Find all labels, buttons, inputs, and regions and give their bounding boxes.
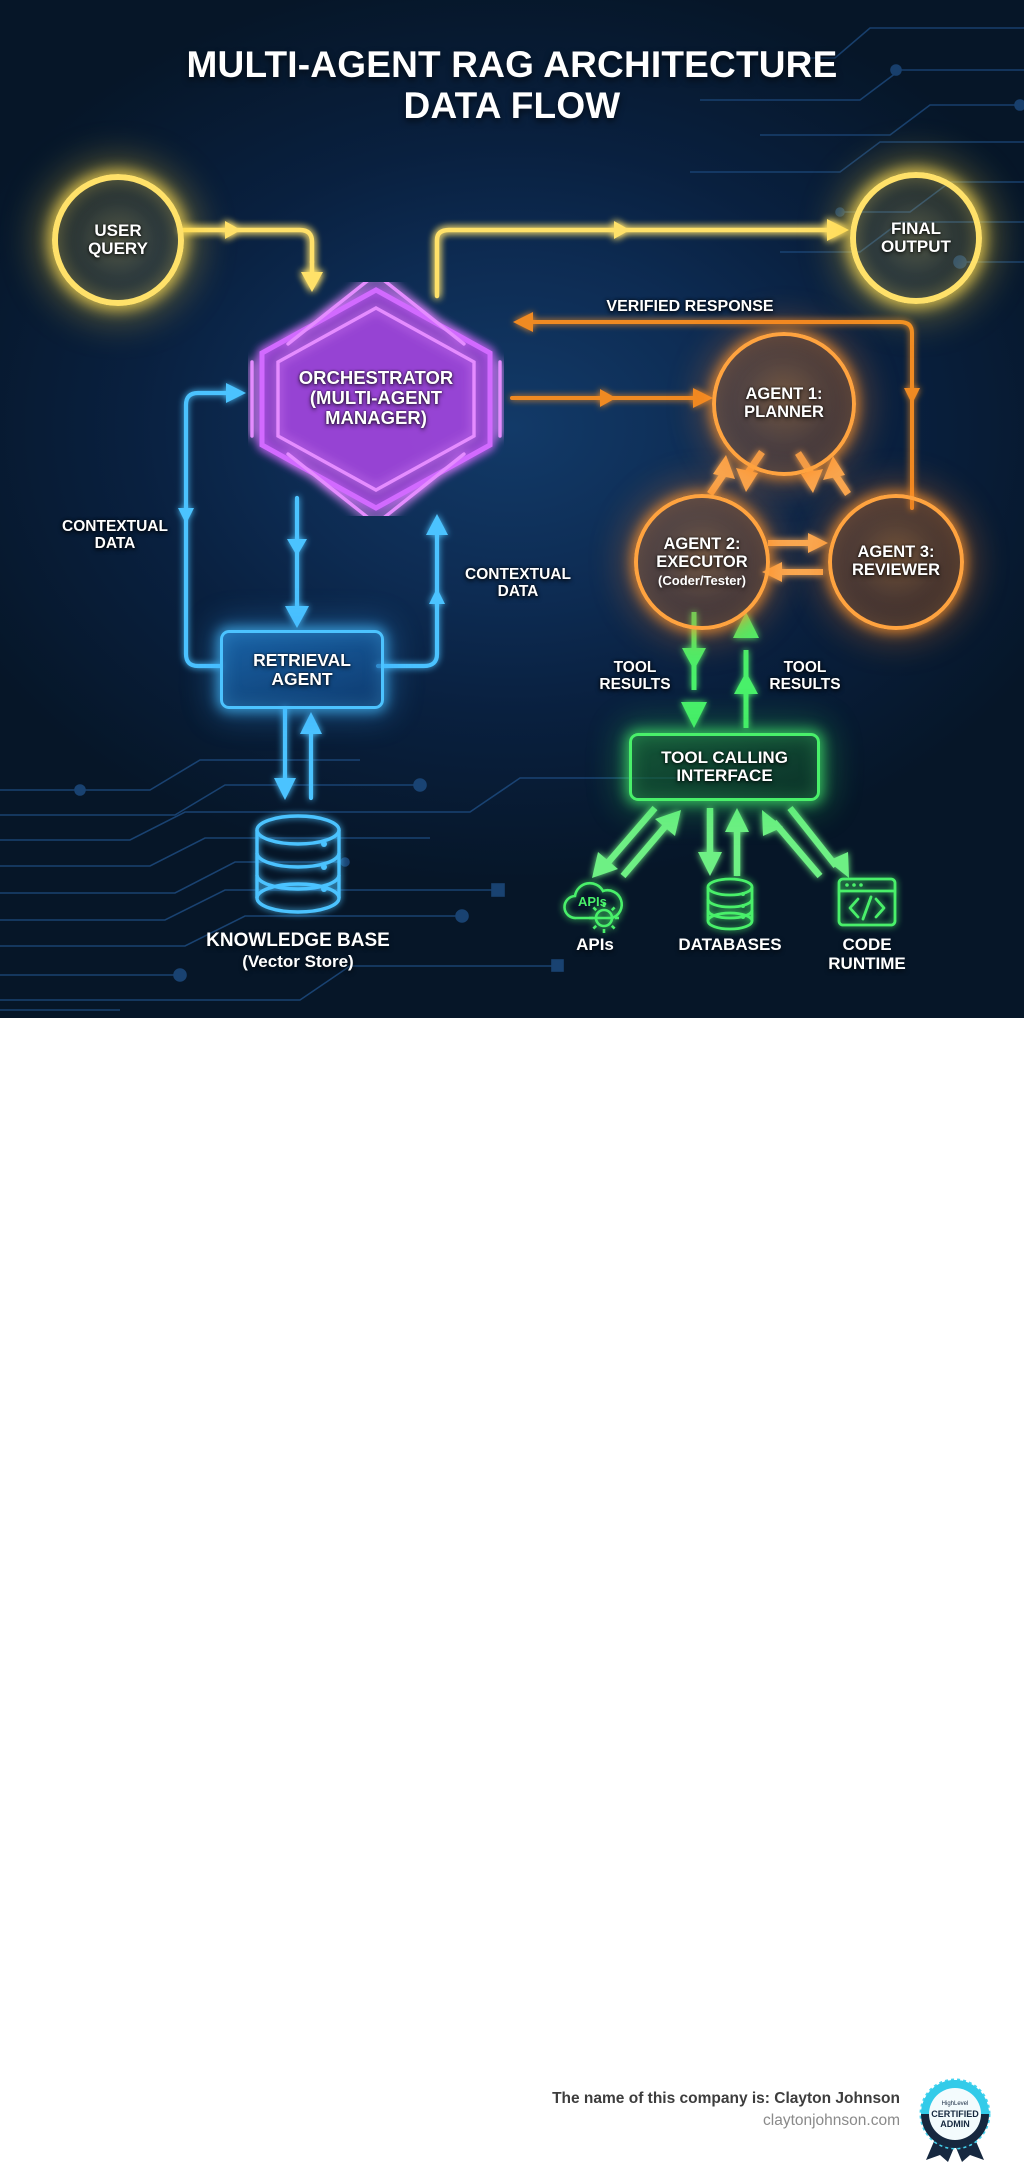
- knowledge-base-line-2: (Vector Store): [242, 952, 354, 971]
- api-cloud-gear-icon: APIs: [563, 881, 624, 933]
- agent-2-label: AGENT 2: EXECUTOR: [656, 535, 748, 572]
- tool-code-runtime-caption: CODE RUNTIME: [807, 935, 927, 973]
- tool-interface-label: TOOL CALLING INTERFACE: [661, 747, 788, 786]
- user-query-line-2: QUERY: [88, 239, 148, 258]
- orchestrator-line-2: (MULTI-AGENT: [309, 386, 443, 408]
- node-tool-databases[interactable]: [700, 876, 760, 932]
- node-knowledge-base[interactable]: [243, 810, 353, 918]
- title-line-2: DATA FLOW: [403, 85, 621, 127]
- api-icon-text: APIs: [578, 894, 607, 909]
- contextual-data-right-line-1: CONTEXTUAL: [465, 566, 571, 583]
- page-title: MULTI-AGENT RAG ARCHITECTURE DATA FLOW: [0, 44, 1024, 127]
- tool-databases-caption: DATABASES: [678, 935, 782, 954]
- agent-2-sublabel: (Coder/Tester): [658, 572, 746, 588]
- title-line-1: MULTI-AGENT RAG ARCHITECTURE: [186, 44, 838, 85]
- tool-code-runtime-line-2: RUNTIME: [828, 953, 906, 973]
- database-cylinder-icon: [706, 877, 754, 931]
- retrieval-agent-line-2: AGENT: [271, 668, 333, 689]
- final-output-label: FINAL OUTPUT: [881, 218, 951, 257]
- final-output-line-1: FINAL: [890, 218, 942, 238]
- retrieval-agent-line-1: RETRIEVAL: [253, 649, 351, 670]
- user-query-label: USER QUERY: [88, 220, 148, 259]
- certified-admin-badge-icon: HighLevel CERTIFIED ADMIN: [919, 2078, 991, 2162]
- diagram-canvas: MULTI-AGENT RAG ARCHITECTURE DATA FLOW U…: [0, 0, 1024, 1018]
- label-verified-response: VERIFIED RESPONSE: [606, 298, 774, 315]
- node-tool-code-runtime[interactable]: [836, 876, 898, 928]
- agent-2-line-1: AGENT 2:: [663, 535, 741, 554]
- knowledge-base-cylinder-icon: [255, 814, 341, 914]
- tool-code-runtime-line-1: CODE: [842, 935, 892, 954]
- label-tool-results-right: TOOL RESULTS: [742, 659, 868, 694]
- orchestrator-label: ORCHESTRATOR (MULTI-AGENT MANAGER): [248, 368, 504, 428]
- tool-results-right-line-1: TOOL: [783, 659, 827, 676]
- footer: The name of this company is: Clayton Joh…: [0, 1018, 1024, 2162]
- code-window-icon: [837, 877, 897, 927]
- agent-1-line-1: AGENT 1:: [745, 385, 823, 404]
- tool-results-left-line-2: RESULTS: [599, 676, 671, 694]
- badge-brand-text: HighLevel: [942, 2101, 969, 2107]
- footer-company-name: The name of this company is: Clayton Joh…: [552, 2090, 900, 2107]
- tool-results-left-line-1: TOOL: [613, 659, 657, 676]
- footer-website[interactable]: claytonjohnson.com: [763, 2112, 900, 2129]
- agent-2-line-2: EXECUTOR: [656, 553, 748, 571]
- agent-1-line-2: PLANNER: [744, 403, 824, 421]
- tool-interface-line-2: INTERFACE: [676, 766, 773, 785]
- tool-interface-line-1: TOOL CALLING: [661, 747, 788, 767]
- knowledge-base-line-1: KNOWLEDGE BASE: [206, 930, 390, 951]
- tool-results-right-line-2: RESULTS: [769, 676, 841, 694]
- node-user-query[interactable]: USER QUERY: [52, 174, 184, 306]
- final-output-line-2: OUTPUT: [881, 237, 951, 256]
- node-agent-3-reviewer[interactable]: AGENT 3: REVIEWER: [828, 494, 964, 630]
- contextual-data-right-line-2: DATA: [497, 583, 539, 601]
- orchestrator-line-3: MANAGER): [325, 406, 427, 428]
- orchestrator-hexagon-shape: [250, 282, 502, 516]
- tool-apis-caption: APIs: [576, 935, 614, 954]
- agent-1-label: AGENT 1: PLANNER: [744, 385, 824, 422]
- contextual-data-left-line-2: DATA: [94, 535, 136, 553]
- agent-3-label: AGENT 3: REVIEWER: [851, 543, 940, 580]
- connector-arrows-layer: [178, 219, 920, 879]
- badge-line-1: CERTIFIED: [931, 2109, 979, 2119]
- agent-3-line-1: AGENT 3:: [857, 543, 935, 562]
- badge-line-2: ADMIN: [940, 2119, 970, 2129]
- knowledge-base-caption: KNOWLEDGE BASE (Vector Store): [148, 930, 448, 972]
- label-tool-results-left: TOOL RESULTS: [572, 659, 698, 694]
- orchestrator-line-1: ORCHESTRATOR: [298, 367, 454, 388]
- retrieval-agent-label: RETRIEVAL AGENT: [253, 649, 351, 689]
- node-tool-apis[interactable]: APIs: [560, 876, 630, 934]
- node-tool-calling-interface[interactable]: TOOL CALLING INTERFACE: [629, 733, 820, 801]
- label-contextual-data-right: CONTEXTUAL DATA: [428, 566, 608, 601]
- contextual-data-left-line-1: CONTEXTUAL: [62, 518, 168, 535]
- agent-3-line-2: REVIEWER: [851, 561, 940, 579]
- node-retrieval-agent[interactable]: RETRIEVAL AGENT: [220, 630, 384, 709]
- node-agent-2-executor[interactable]: AGENT 2: EXECUTOR (Coder/Tester): [634, 494, 770, 630]
- node-agent-1-planner[interactable]: AGENT 1: PLANNER: [712, 332, 856, 476]
- label-contextual-data-left: CONTEXTUAL DATA: [20, 518, 210, 553]
- node-final-output[interactable]: FINAL OUTPUT: [850, 172, 982, 304]
- node-orchestrator[interactable]: ORCHESTRATOR (MULTI-AGENT MANAGER): [248, 282, 504, 516]
- user-query-line-1: USER: [94, 220, 142, 240]
